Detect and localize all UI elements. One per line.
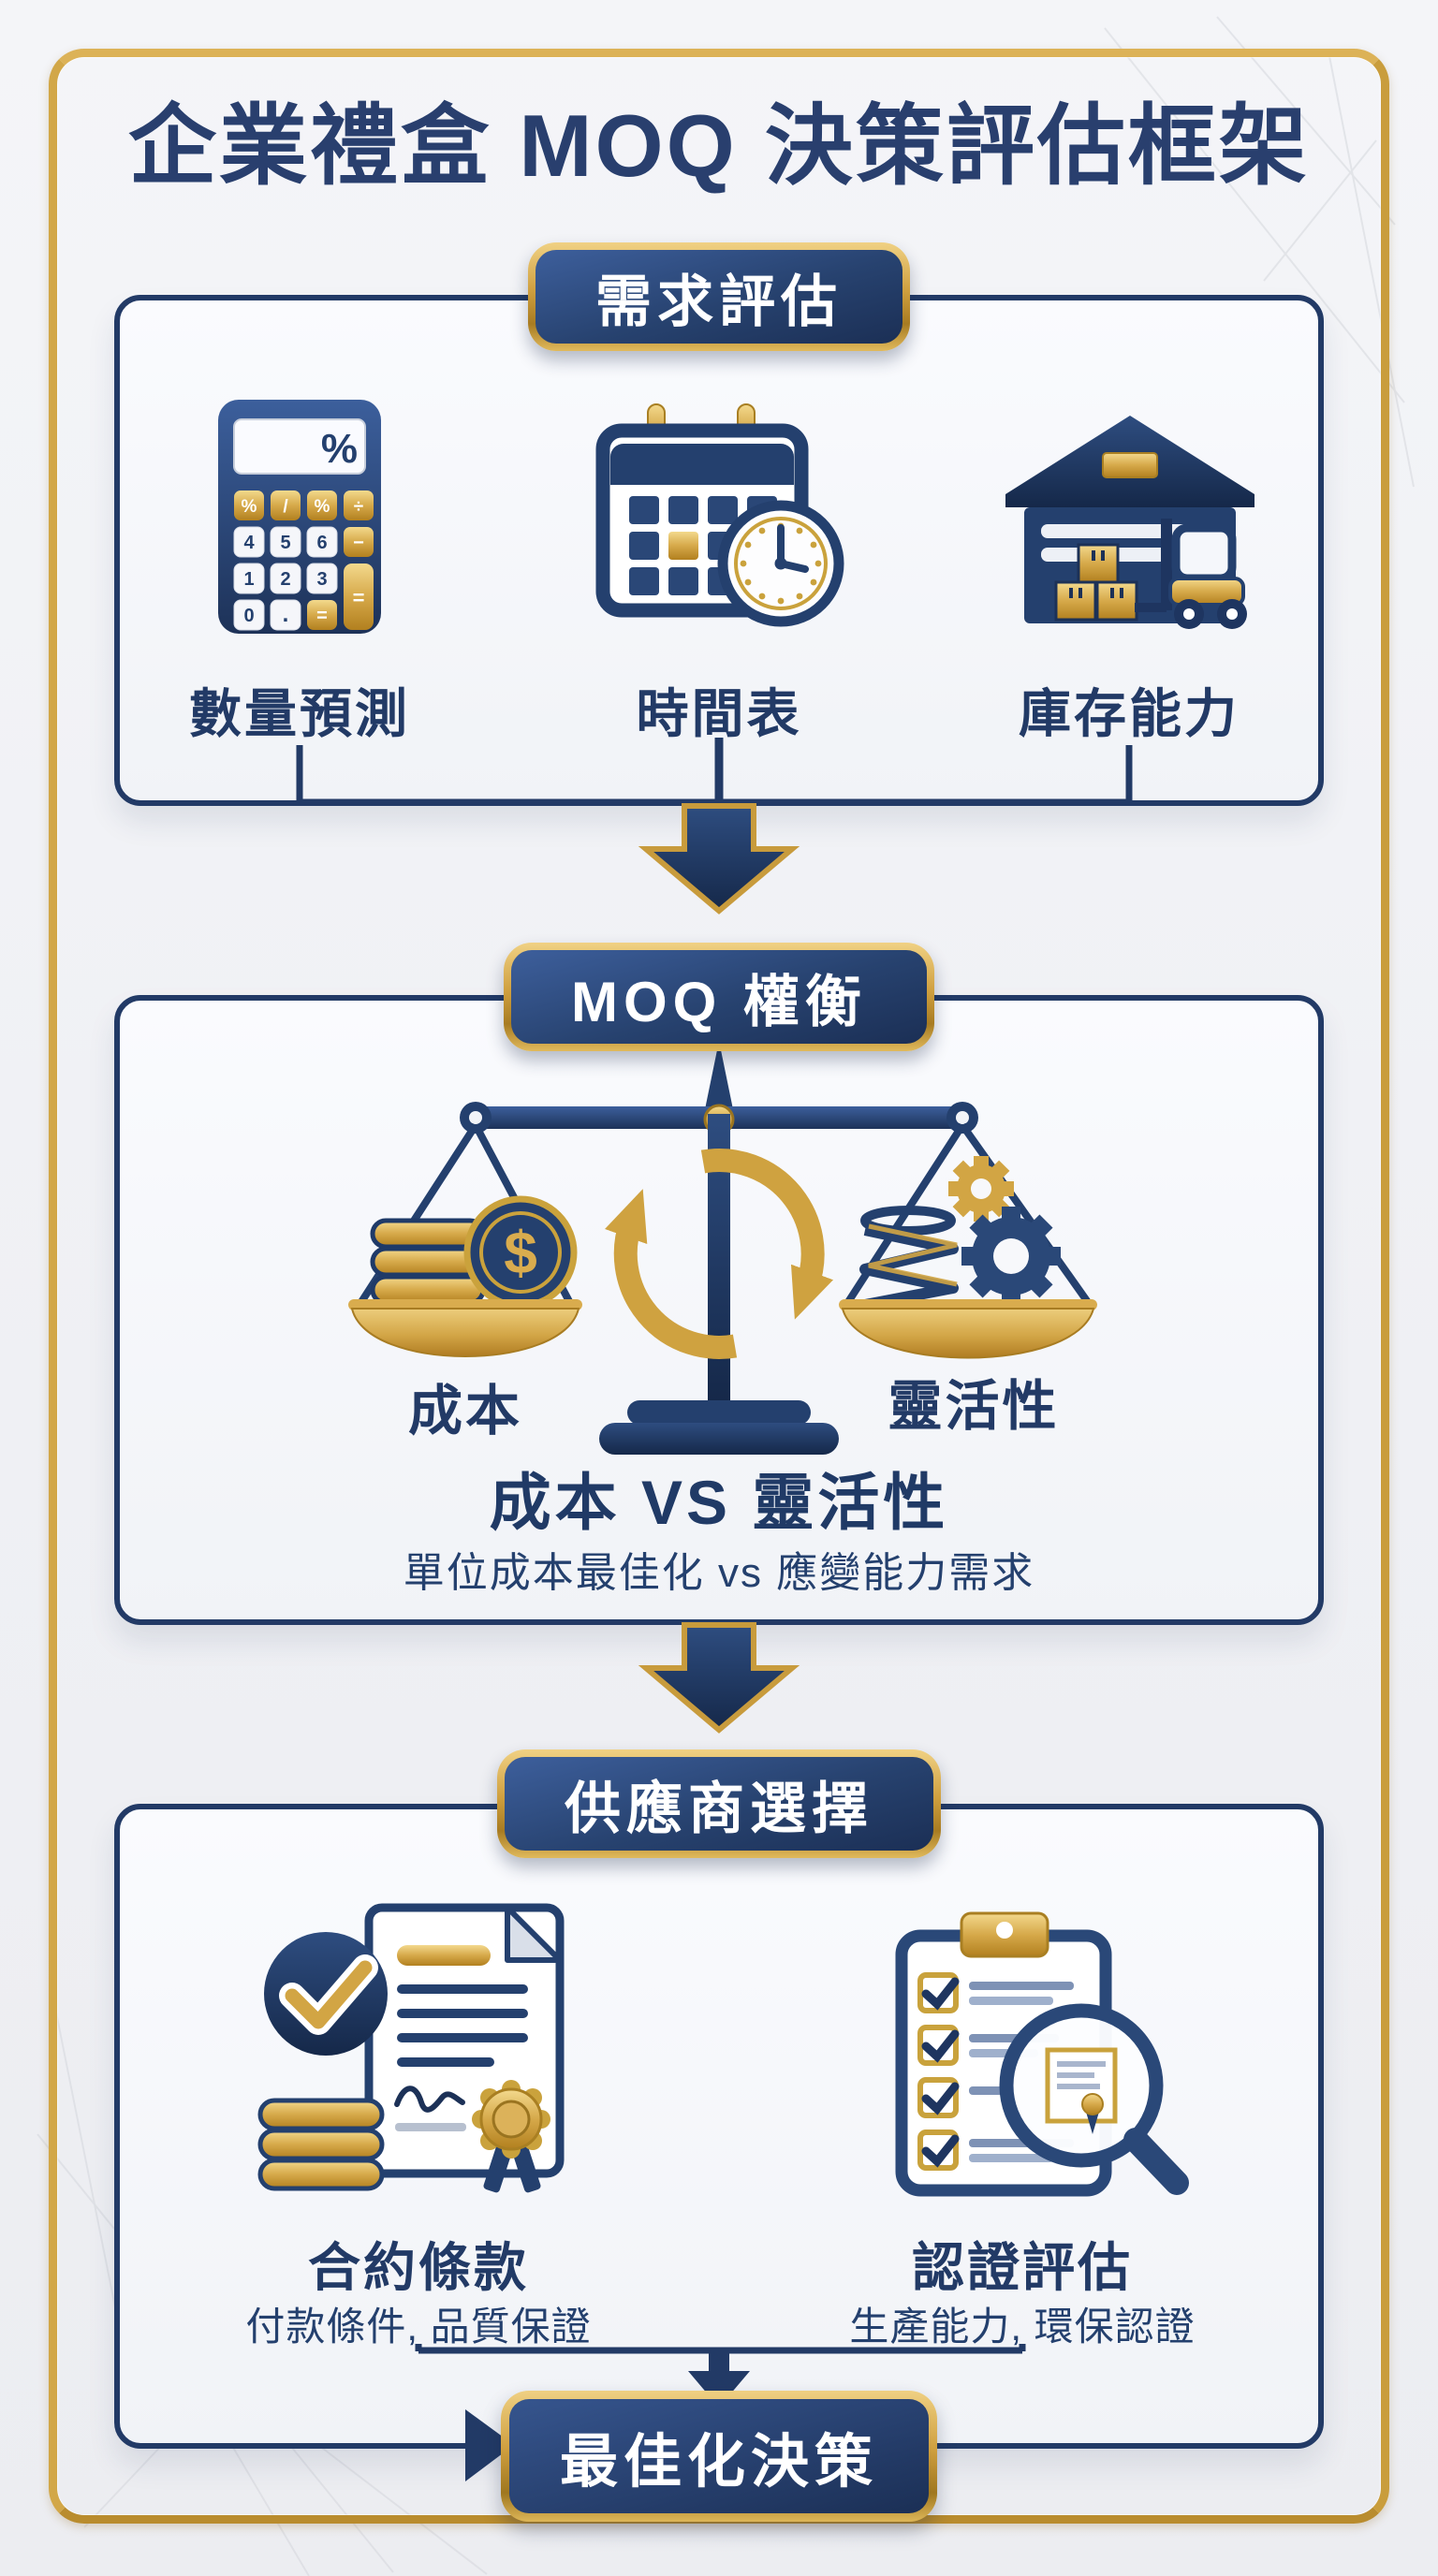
award-seal xyxy=(472,2080,550,2193)
svg-text:.: . xyxy=(283,602,289,627)
checklist-magnifier-icon xyxy=(895,1911,1189,2197)
scale-right-label: 靈活性 xyxy=(888,1376,1060,1437)
section-header-supplier-label: 供應商選擇 xyxy=(505,1757,933,1851)
svg-text:=: = xyxy=(316,606,328,626)
scale-pans xyxy=(348,1299,1097,1359)
tradeoff-subheading: 單位成本最佳化 vs 應變能力需求 xyxy=(403,1550,1035,1596)
balance-scale-icon: $ xyxy=(348,1041,1097,1455)
calculator-buttons: % / % ÷ 4 5 6 − 1 2 3 = 0 xyxy=(233,490,374,631)
section-header-moq: MOQ 權衡 xyxy=(504,943,934,1051)
coins-icon: $ xyxy=(370,1195,578,1310)
clock-face xyxy=(717,500,844,627)
supplier-item-label: 合約條款 xyxy=(308,2238,529,2297)
page-title: 企業禮盒 MOQ 決策評估框架 xyxy=(128,96,1310,195)
coin-stack-icon xyxy=(257,2098,385,2191)
check-circle-icon xyxy=(264,1932,388,2056)
svg-text:0: 0 xyxy=(243,606,254,626)
tradeoff-heading: 成本 VS 靈活性 xyxy=(489,1468,949,1537)
calendar-clock-icon xyxy=(595,403,844,627)
supplier-item-label: 認證評估 xyxy=(912,2238,1133,2297)
svg-text:%: % xyxy=(242,497,257,517)
result-label: 最佳化決策 xyxy=(508,2399,930,2513)
svg-text:−: − xyxy=(353,533,364,553)
scale-left-label: 成本 xyxy=(407,1381,523,1442)
cargo-boxes xyxy=(1054,543,1138,622)
svg-text:4: 4 xyxy=(243,533,255,553)
spring-icon xyxy=(859,1206,959,1310)
down-arrow-icon xyxy=(638,1622,800,1734)
dollar-symbol: $ xyxy=(504,1219,537,1286)
gears-icon xyxy=(948,1156,1061,1306)
section-header-moq-label: MOQ 權衡 xyxy=(511,950,927,1044)
demand-item-label: 數量預測 xyxy=(189,684,410,743)
down-arrow-icon xyxy=(638,803,800,915)
svg-text:2: 2 xyxy=(280,569,290,590)
result-box: 最佳化決策 xyxy=(500,2391,938,2522)
contract-seal-icon xyxy=(257,1903,565,2193)
supplier-item-sublabel: 付款條件, 品質保證 xyxy=(245,2305,592,2349)
svg-text:3: 3 xyxy=(316,569,327,590)
svg-text:6: 6 xyxy=(316,533,327,553)
magnifier-icon xyxy=(999,2003,1189,2195)
svg-text:%: % xyxy=(315,497,330,517)
svg-text:5: 5 xyxy=(280,533,290,553)
calculator-icon: % % / % ÷ 4 5 6 − 1 2 3 xyxy=(218,400,381,634)
demand-item-label: 時間表 xyxy=(636,684,802,743)
svg-text:/: / xyxy=(283,497,288,517)
calculator-display: % xyxy=(321,426,358,472)
demand-item-label: 庫存能力 xyxy=(1019,684,1240,743)
section-header-supplier: 供應商選擇 xyxy=(497,1749,941,1858)
svg-text:÷: ÷ xyxy=(354,497,363,517)
svg-text:=: = xyxy=(353,586,365,609)
forklift xyxy=(1135,519,1247,629)
section-header-demand-label: 需求評估 xyxy=(536,250,902,344)
section-header-demand: 需求評估 xyxy=(528,242,910,351)
warehouse-forklift-icon xyxy=(1005,416,1255,629)
checklist-rows xyxy=(917,1972,1074,2171)
cycle-arrows-icon xyxy=(605,1149,834,1359)
svg-text:1: 1 xyxy=(243,569,254,590)
supplier-item-sublabel: 生產能力, 環保認證 xyxy=(849,2305,1196,2349)
